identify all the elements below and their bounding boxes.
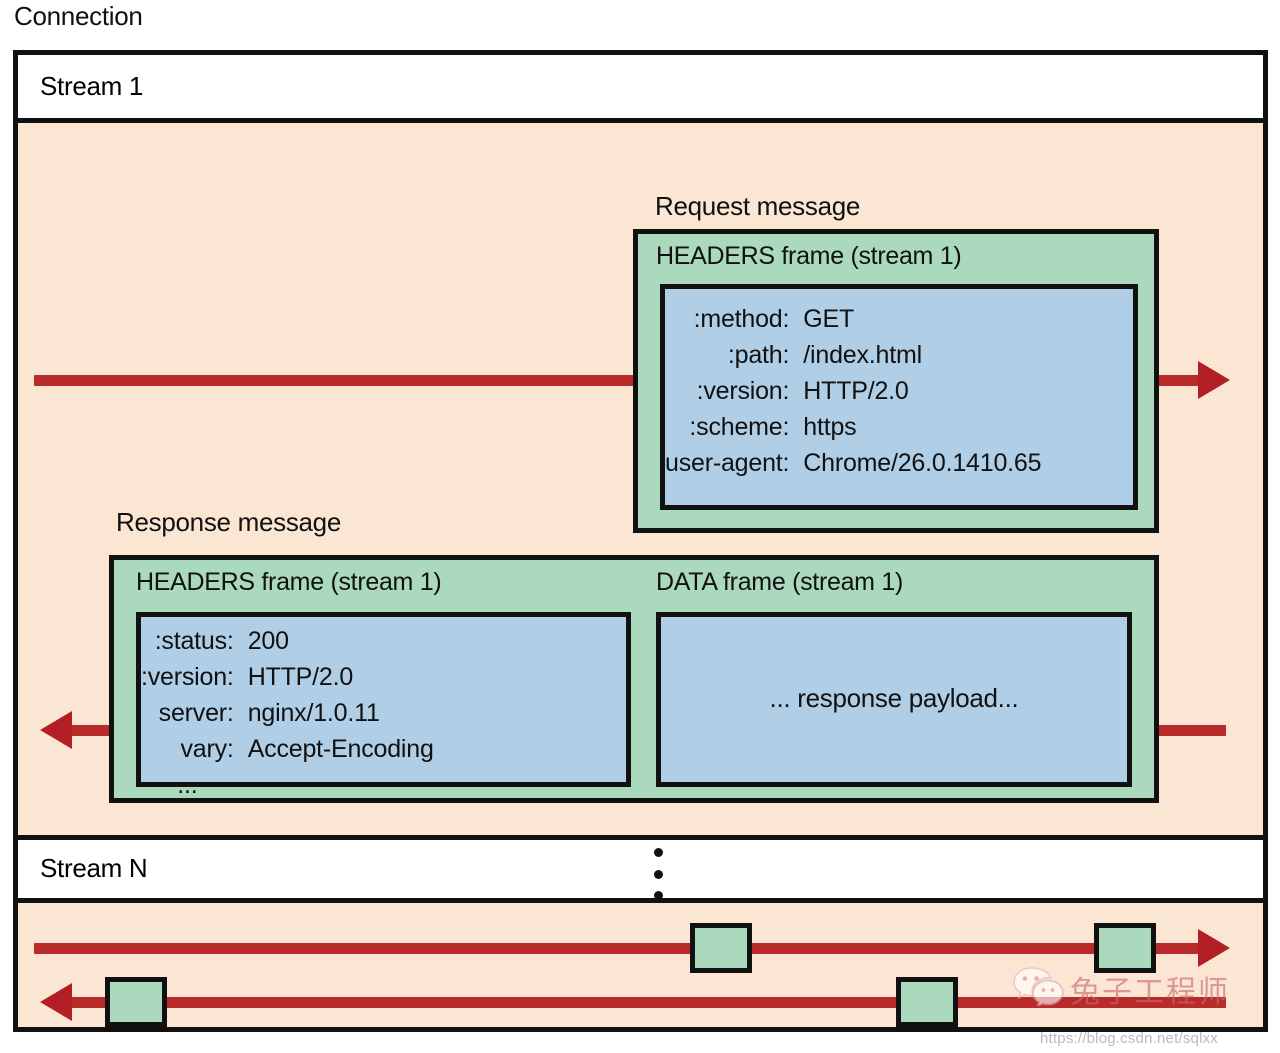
table-row: :status: 200: [141, 623, 434, 659]
request-headers-frame: HEADERS frame (stream 1) :method: GET :p…: [633, 229, 1159, 533]
stream-n-outbound-frame-chip-1: [690, 923, 752, 973]
header-name: :method:: [693, 305, 790, 333]
header-name: server:: [158, 699, 234, 727]
table-row: :method: GET: [665, 301, 1041, 337]
header-name: :status:: [154, 627, 234, 655]
response-message-frame: HEADERS frame (stream 1) :status: 200 :v…: [109, 555, 1159, 803]
header-value: GET: [803, 305, 855, 333]
response-headers-table: :status: 200 :version: HTTP/2.0 server: …: [141, 623, 434, 803]
table-row: :scheme: https: [665, 409, 1041, 445]
header-value: HTTP/2.0: [803, 377, 909, 405]
stream-n-outbound-frame-chip-2: [1094, 923, 1156, 973]
stream-n-inbound-frame-chip-2: [896, 977, 958, 1027]
header-name: :path:: [727, 341, 790, 369]
request-headers-table: :method: GET :path: /index.html :version…: [665, 301, 1042, 481]
header-value: nginx/1.0.11: [247, 699, 380, 727]
request-headers-payload-box: :method: GET :path: /index.html :version…: [660, 284, 1138, 510]
request-headers-frame-title: HEADERS frame (stream 1): [656, 242, 962, 270]
header-value: 200: [247, 627, 289, 655]
response-payload-text: ... response payload...: [769, 682, 1019, 713]
table-row: :version: HTTP/2.0: [141, 659, 434, 695]
stream-n-inbound-arrowhead-icon: [40, 983, 72, 1021]
response-flow-arrowhead-icon: [40, 711, 72, 749]
stream-n-body: [18, 903, 1263, 1027]
stream-1-body: Request message HEADERS frame (stream 1)…: [18, 123, 1263, 835]
stream-n-title: Stream N: [40, 852, 148, 883]
table-row: user-agent: Chrome/26.0.1410.65: [665, 445, 1042, 481]
header-name: user-agent:: [665, 449, 790, 477]
request-message-label: Request message: [655, 191, 861, 221]
header-continuation-value: [248, 767, 434, 803]
watermark-url: https://blog.csdn.net/sqlxx: [1040, 1030, 1218, 1047]
stream-1-header: Stream 1: [18, 55, 1263, 123]
stream-n-outbound-line: [34, 943, 1214, 954]
header-name: :version:: [141, 663, 234, 691]
vertical-ellipsis-icon: [652, 848, 664, 900]
table-row: :version: HTTP/2.0: [665, 373, 1041, 409]
header-value: Accept-Encoding: [247, 735, 434, 763]
header-value: /index.html: [803, 341, 922, 369]
header-name: vary:: [180, 735, 234, 763]
connection-label: Connection: [14, 1, 143, 31]
stream-n-outbound-arrowhead-icon: [1198, 929, 1230, 967]
response-headers-payload-box: :status: 200 :version: HTTP/2.0 server: …: [136, 612, 631, 799]
stream-n-header: Stream N: [18, 835, 1263, 903]
response-headers-frame-title: HEADERS frame (stream 1): [136, 568, 442, 596]
request-flow-arrowhead-icon: [1198, 361, 1230, 399]
table-row: vary: Accept-Encoding: [141, 731, 434, 767]
request-flow-line: [34, 375, 1214, 386]
header-value: https: [803, 413, 857, 441]
stream-1-title: Stream 1: [40, 70, 144, 101]
response-data-payload-box: ... response payload...: [656, 612, 1132, 787]
header-continuation: ...: [177, 771, 198, 799]
stream-n-inbound-line: [70, 997, 1226, 1008]
header-name: :scheme:: [689, 413, 790, 441]
connection-box: Stream 1 Request message HEADERS frame (…: [13, 50, 1268, 1032]
table-row: :path: /index.html: [665, 337, 1041, 373]
stream-n-inbound-frame-chip-1: [105, 977, 167, 1027]
table-row: ...: [141, 767, 434, 803]
header-name: :version:: [696, 377, 790, 405]
response-message-label: Response message: [116, 507, 341, 537]
header-value: Chrome/26.0.1410.65: [803, 449, 1042, 477]
response-data-frame-title: DATA frame (stream 1): [656, 568, 903, 596]
header-value: HTTP/2.0: [247, 663, 354, 691]
table-row: server: nginx/1.0.11: [141, 695, 434, 731]
